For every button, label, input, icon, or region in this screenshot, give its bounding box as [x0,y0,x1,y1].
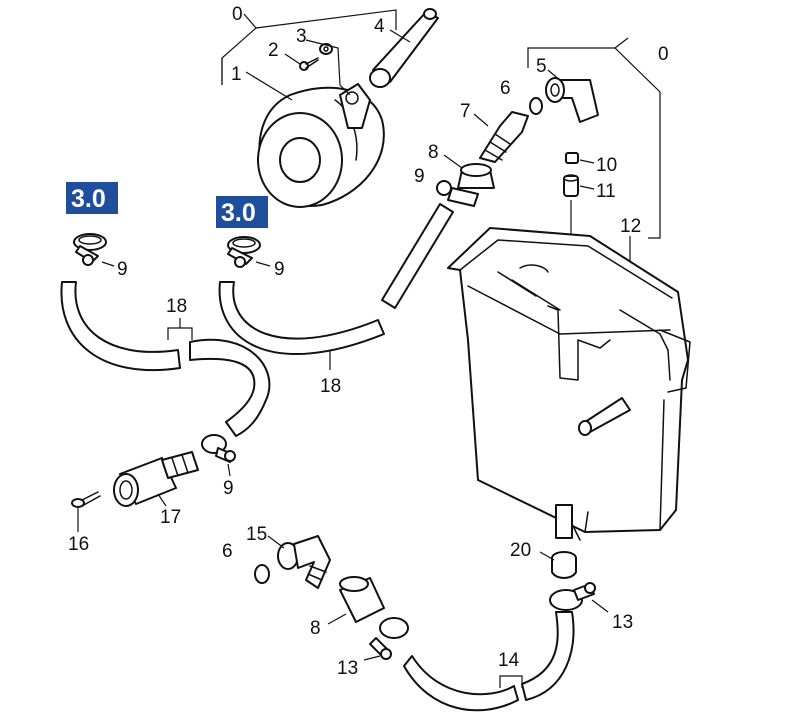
clamp-top-part [436,180,479,207]
oring-top-part [529,97,543,115]
screw-lower-part [71,491,101,508]
label-6-top: 6 [500,78,511,99]
group-bracket-right [527,37,661,239]
oring-lower-part [254,564,270,584]
label-18-mid: 18 [320,376,341,397]
label-8-top: 8 [428,142,439,163]
label-0-top: 0 [232,4,243,25]
hose-bottom-part [403,611,575,712]
fitting-part [113,451,199,507]
label-9-left: 9 [117,259,128,280]
label-15: 15 [246,524,267,545]
nut-top-part [457,163,495,189]
hose-upper-part [381,203,454,309]
lever-part [369,8,439,88]
label-18-left: 18 [166,296,187,317]
washer-part [319,43,333,55]
elbow-lower-part [277,535,331,589]
label-3: 3 [296,26,307,47]
label-9-mid: 9 [274,259,285,280]
plug-11-part [563,174,579,197]
motor-part [257,83,385,208]
clamp-lower-part [201,434,236,463]
hose-left-part [60,281,271,437]
badge-right: 3.0 [216,196,268,228]
label-20: 20 [510,540,531,561]
nut-lower-part [339,576,385,623]
clamp-mid-part [227,236,261,268]
label-6-lower: 6 [222,541,233,562]
label-17: 17 [160,507,181,528]
label-8-lower: 8 [310,618,321,639]
label-13-right: 13 [612,612,633,633]
label-0-right: 0 [658,44,669,65]
label-4: 4 [374,16,385,37]
cap-20-part [551,551,577,579]
label-1: 1 [231,64,242,85]
label-14: 14 [498,650,520,671]
label-9-top: 9 [414,166,425,187]
badge-left: 3.0 [66,182,118,214]
badge-left-text: 3.0 [71,185,106,213]
hose-mid-part [218,281,385,356]
clamp-bottom-right-part [549,582,596,611]
nipple-top-part [479,111,529,163]
plug-10-part [565,152,579,164]
group-bracket-top [221,9,397,85]
label-9-lower: 9 [223,478,234,499]
screw-small-part [299,57,319,71]
label-10: 10 [596,155,617,176]
clamp-left-part [73,233,107,266]
label-2: 2 [268,40,279,61]
label-11: 11 [596,181,616,202]
label-13-left: 13 [337,658,358,679]
clamp-bottom-left-part [369,617,409,660]
label-12: 12 [620,216,641,237]
badge-right-text: 3.0 [221,199,256,227]
tank-part [447,227,691,541]
label-7: 7 [460,101,471,122]
elbow-top-part [545,77,599,123]
label-5: 5 [536,56,547,77]
label-16: 16 [68,534,89,555]
